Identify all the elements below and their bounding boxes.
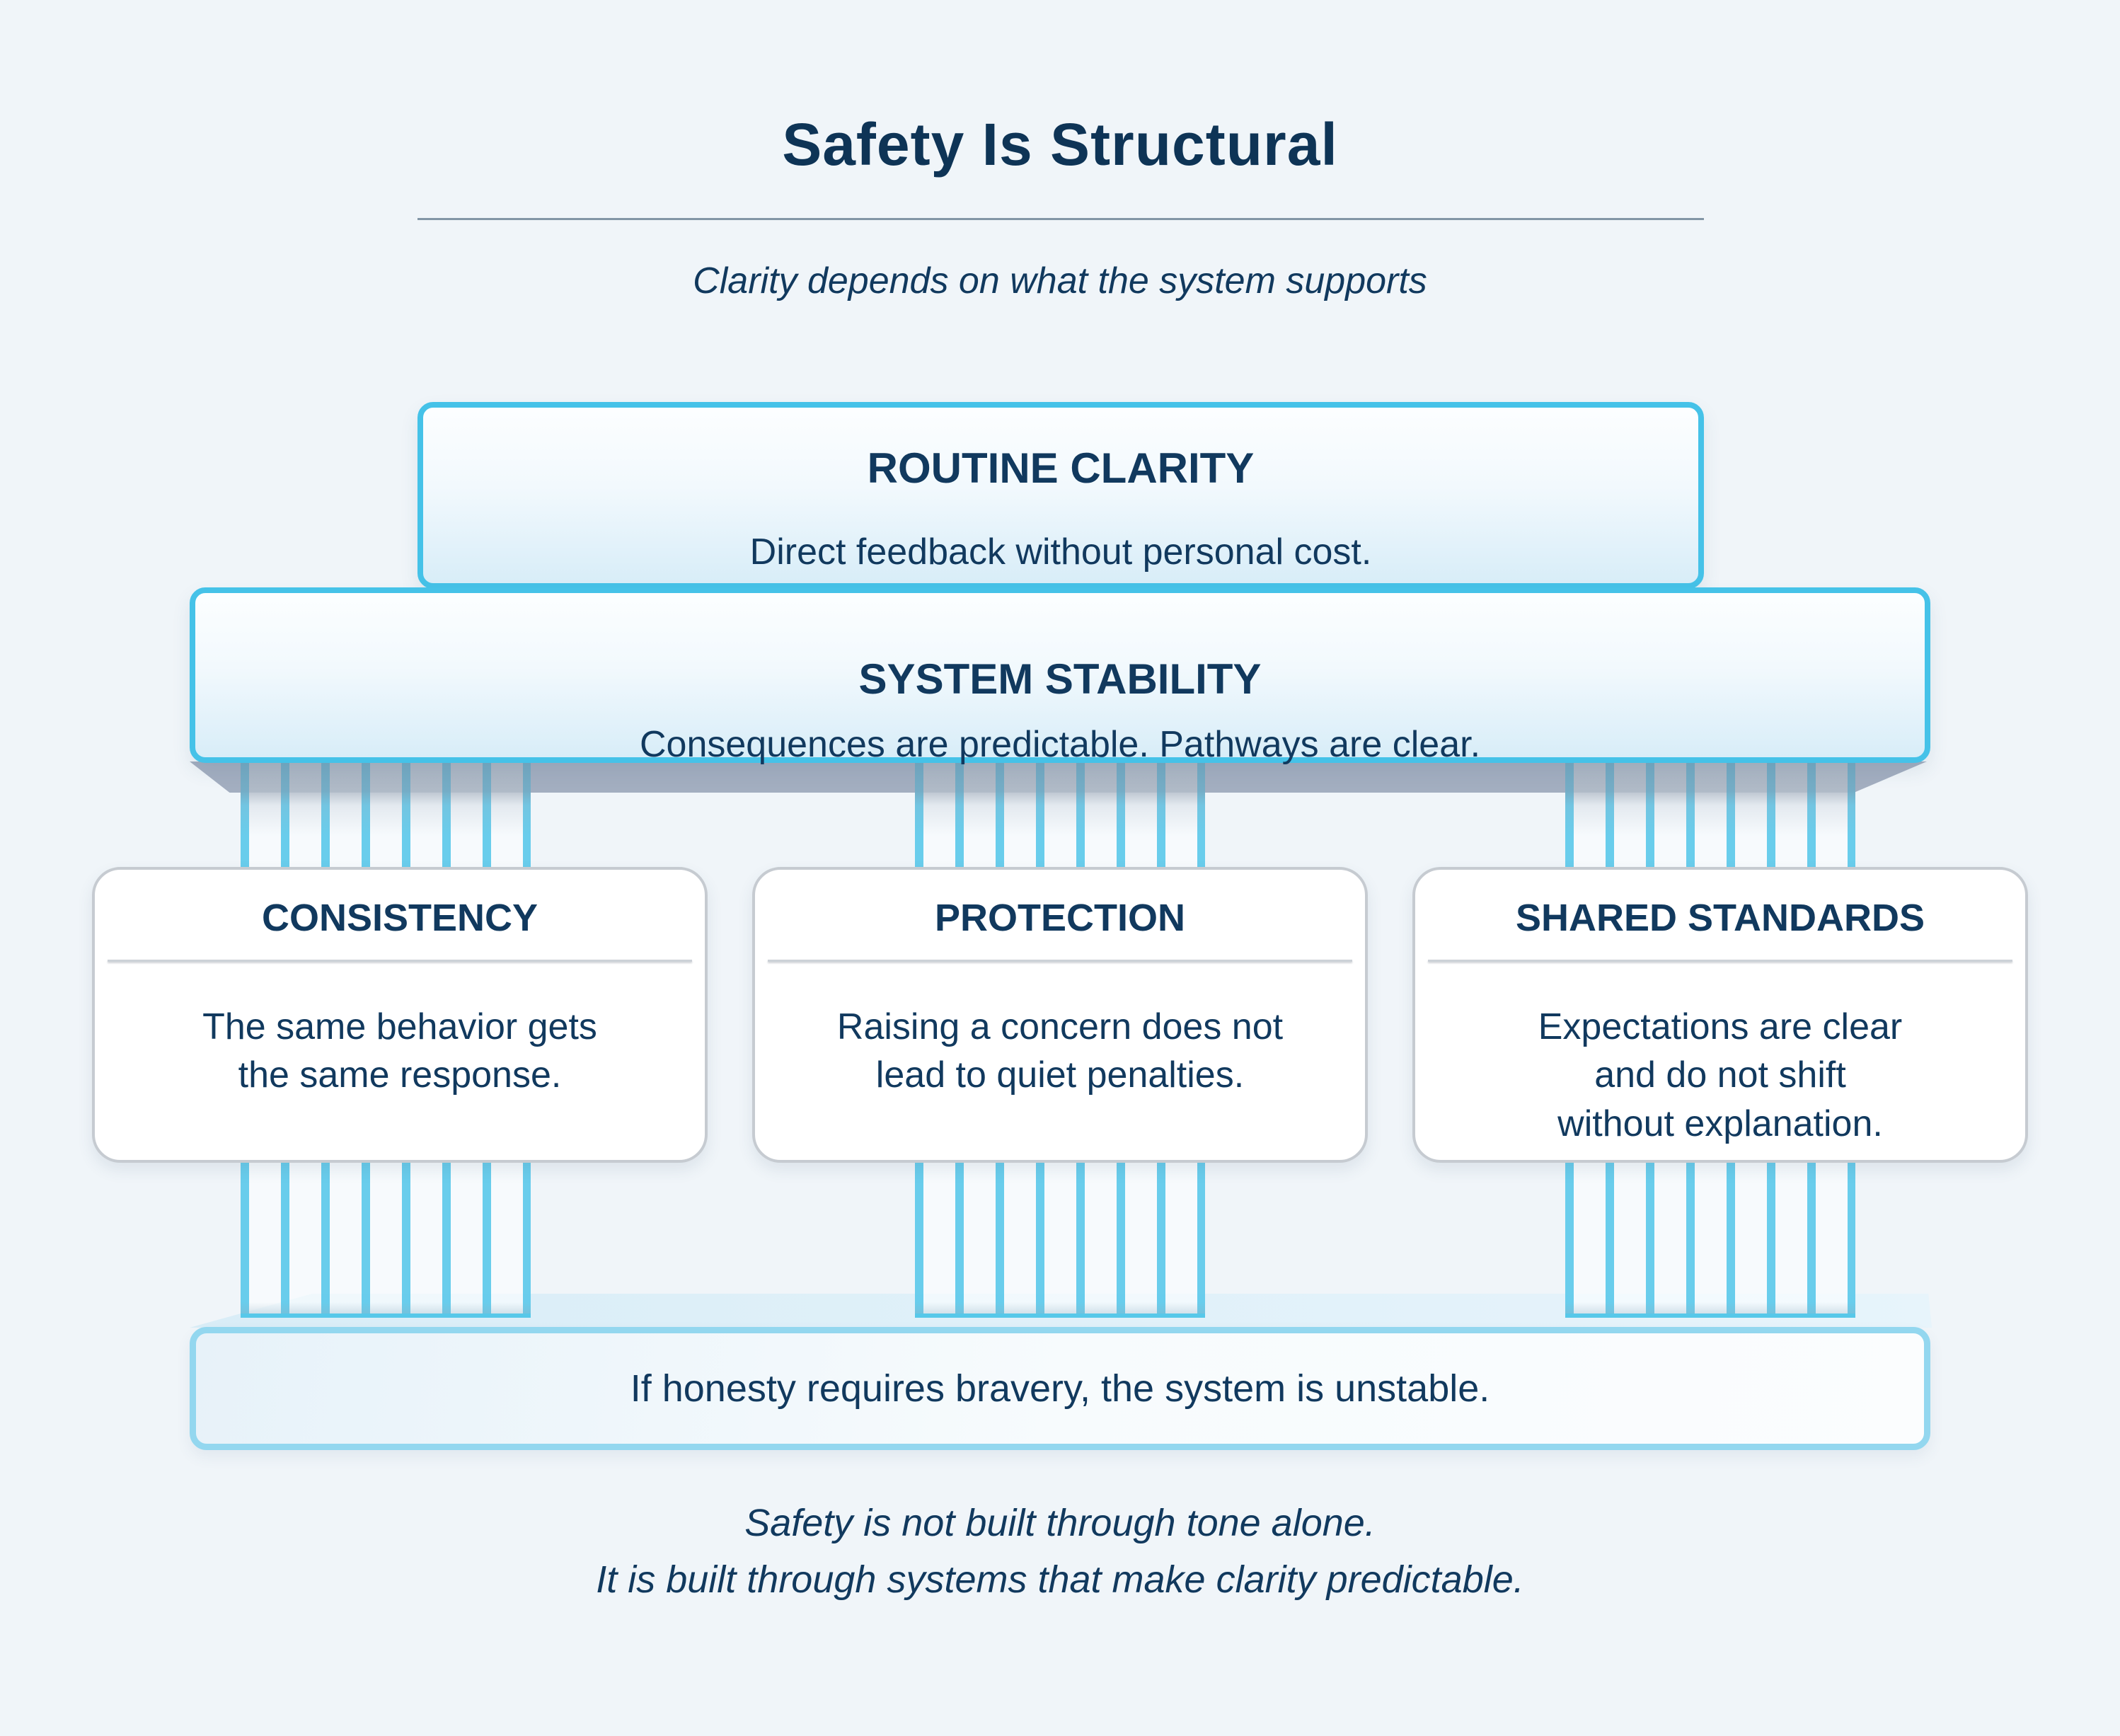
- footer-line-2: It is built through systems that make cl…: [596, 1558, 1524, 1601]
- card-shared-standards-heading: SHARED STANDARDS: [1515, 897, 1925, 939]
- foundation-base-box: If honesty requires bravery, the system …: [190, 1327, 1930, 1450]
- card-body-line: lead to quiet penalties.: [875, 1054, 1245, 1096]
- system-stability-description: Consequences are predictable. Pathways a…: [639, 724, 1481, 765]
- routine-clarity-heading: ROUTINE CLARITY: [867, 444, 1255, 492]
- routine-clarity-block: ROUTINE CLARITY Direct feedback without …: [417, 402, 1704, 589]
- card-shared-standards: SHARED STANDARDS Expectations are clear …: [1412, 867, 2028, 1163]
- card-protection: PROTECTION Raising a concern does not le…: [752, 867, 1368, 1163]
- card-divider: [108, 959, 692, 962]
- card-body-line: The same behavior gets: [202, 1006, 597, 1047]
- card-divider: [1428, 959, 2012, 962]
- card-consistency: CONSISTENCY The same behavior gets the s…: [92, 867, 708, 1163]
- footer-line-1: Safety is not built through tone alone.: [744, 1502, 1376, 1544]
- system-stability-block: SYSTEM STABILITY Consequences are predic…: [190, 587, 1930, 763]
- card-protection-heading: PROTECTION: [934, 897, 1185, 939]
- card-consistency-heading: CONSISTENCY: [261, 897, 538, 939]
- card-protection-body: Raising a concern does not lead to quiet…: [755, 1003, 1365, 1100]
- card-body-line: and do not shift: [1594, 1054, 1846, 1096]
- card-body-line: without explanation.: [1557, 1103, 1883, 1145]
- card-body-line: Expectations are clear: [1538, 1006, 1903, 1047]
- card-body-line: the same response.: [238, 1054, 562, 1096]
- page-subtitle: Clarity depends on what the system suppo…: [693, 260, 1427, 301]
- system-stability-heading: SYSTEM STABILITY: [858, 655, 1262, 703]
- title-divider: [417, 218, 1704, 220]
- page-title: Safety Is Structural: [782, 111, 1338, 178]
- card-consistency-body: The same behavior gets the same response…: [95, 1003, 705, 1100]
- card-shared-standards-body: Expectations are clear and do not shift …: [1415, 1003, 2025, 1149]
- routine-clarity-description: Direct feedback without personal cost.: [749, 531, 1372, 573]
- footer-caption: Safety is not built through tone alone. …: [0, 1495, 2120, 1608]
- foundation-base-text: If honesty requires bravery, the system …: [630, 1367, 1490, 1410]
- card-divider: [768, 959, 1352, 962]
- card-body-line: Raising a concern does not: [836, 1006, 1284, 1047]
